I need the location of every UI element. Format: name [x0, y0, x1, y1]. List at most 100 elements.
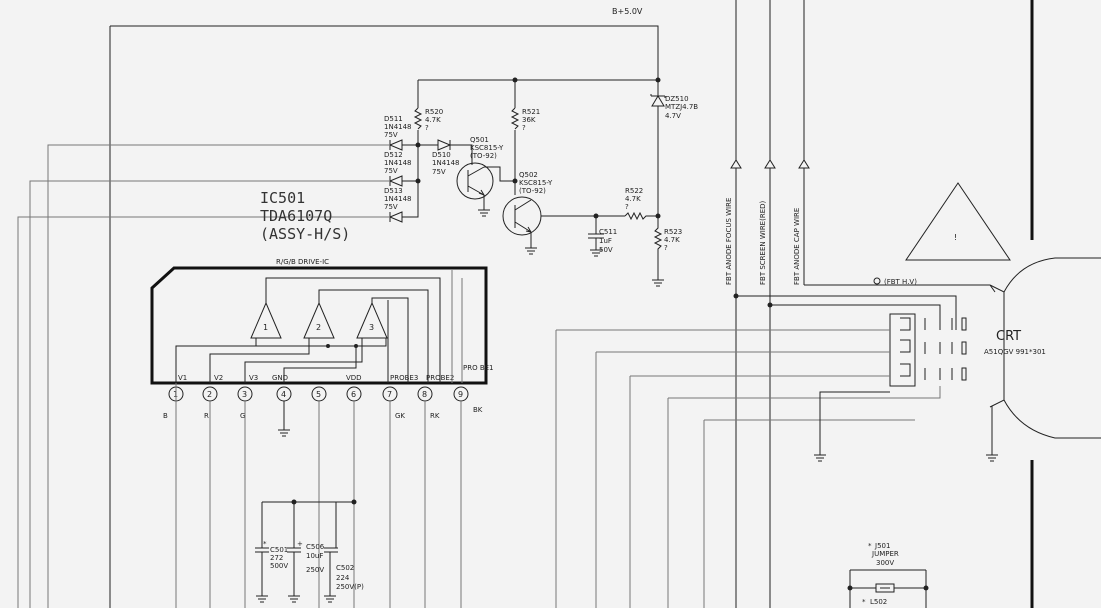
pin-5: 5	[311, 386, 327, 402]
d511-line	[47, 144, 390, 608]
fbt-vertical-top	[735, 0, 805, 160]
r523-resistor	[652, 216, 664, 287]
pin8-signal: RK	[430, 412, 440, 420]
r521-mark: ?	[522, 124, 526, 132]
q502-part: KSC815-Y	[519, 179, 553, 187]
d512-diode	[388, 175, 403, 187]
r522-ref: R522	[625, 187, 643, 195]
junction-dot	[767, 302, 773, 308]
diode-bus	[402, 130, 419, 218]
ic-ref: IC501	[260, 189, 305, 207]
q501-ground	[478, 195, 490, 217]
ic-part: TDA6107Q	[260, 207, 332, 225]
r520-ref: R520	[425, 108, 443, 116]
crt-anode	[989, 284, 996, 293]
caution-triangle	[905, 182, 1011, 261]
wire-focus: FBT ANODE FOCUS WIRE	[725, 198, 733, 285]
pin-4: 4	[276, 386, 292, 402]
q501-transistor	[456, 162, 494, 200]
j501-jumper	[850, 583, 926, 593]
svg-text:3: 3	[369, 323, 374, 332]
d511-ref: D511	[384, 115, 403, 123]
d510-to-q501	[450, 144, 473, 165]
crt-cathodes	[889, 313, 916, 387]
d513-note: 75V	[384, 203, 398, 211]
fbt-vertical-bottom	[735, 168, 805, 608]
d513-ref: D513	[384, 187, 403, 195]
l502-mark: *	[862, 598, 866, 606]
pin9-signal: BK	[473, 406, 483, 414]
crt-grid-caps	[961, 317, 967, 381]
d513-line	[17, 216, 390, 608]
r522-resistor	[624, 211, 658, 221]
d511-note: 75V	[384, 131, 398, 139]
svg-text:8: 8	[422, 390, 427, 399]
pin1-signal: B	[163, 412, 168, 420]
q502-ground	[525, 232, 537, 255]
d512-line	[29, 180, 390, 608]
q502-ref: Q502	[519, 171, 538, 179]
c506-rating: 250V	[306, 566, 324, 574]
j501-value: 300V	[876, 559, 894, 567]
pin3-name: V3	[249, 374, 258, 382]
pin-2: 2	[202, 386, 218, 402]
crt-bulb	[989, 257, 1101, 439]
svg-text:4: 4	[281, 390, 286, 399]
c511-rating: 50V	[599, 246, 613, 254]
crt-grids	[924, 318, 953, 380]
svg-text:6: 6	[351, 390, 356, 399]
c506-value: 10uF	[306, 552, 323, 560]
d510-part: 1N4148	[432, 159, 460, 167]
caution-mark: !	[954, 233, 957, 242]
pin2-signal: R	[204, 412, 209, 420]
c502-ref: C502	[336, 564, 354, 572]
q501-collector	[484, 166, 515, 182]
q502-pkg: (TO-92)	[519, 187, 546, 195]
c501-ref: C501	[270, 546, 288, 554]
d510-diode	[437, 139, 452, 151]
pin-6: 6	[346, 386, 362, 402]
pin8-name: PROBE2	[426, 374, 454, 382]
d511-diode	[388, 139, 403, 151]
crt-ground-right	[986, 406, 998, 462]
d511-part: 1N4148	[384, 123, 412, 131]
junction-dot	[326, 344, 330, 348]
c502-value: 224	[336, 574, 350, 582]
pin-9: 9	[453, 386, 469, 402]
d513-diode	[388, 211, 403, 223]
crt-part: A51QGV 991*301	[984, 348, 1046, 356]
pin9-name: PRO BE1	[463, 364, 494, 372]
junction-dot	[351, 499, 357, 505]
crt-ground-left	[814, 391, 890, 462]
j501-mark: *	[868, 542, 872, 550]
pin-leads	[175, 401, 462, 608]
r522-value: 4.7K	[625, 195, 641, 203]
pin3-signal: G	[240, 412, 245, 420]
ic-assy: (ASSY-H/S)	[260, 225, 350, 243]
cathode-feed-verticals	[555, 330, 705, 608]
c502-capacitor	[324, 502, 338, 603]
r521-resistor	[510, 107, 520, 130]
svg-text:1: 1	[263, 323, 268, 332]
r523-ref: R523	[664, 228, 682, 236]
amp-outputs	[265, 277, 441, 383]
ic-inputs	[175, 338, 363, 383]
r520-mark: ?	[425, 124, 429, 132]
svg-text:3: 3	[242, 390, 247, 399]
c501-rating: 500V	[270, 562, 288, 570]
c511-ref: C511	[599, 228, 617, 236]
amp-feedback	[255, 338, 387, 347]
svg-text:2: 2	[316, 323, 321, 332]
r522-mark: ?	[625, 203, 629, 211]
d512-note: 75V	[384, 167, 398, 175]
q502-symbol	[514, 199, 533, 233]
r521-ref: R521	[522, 108, 540, 116]
supply-label: B+5.0V	[612, 7, 643, 16]
c501-value: 272	[270, 554, 283, 562]
pin5-name: VDD	[346, 374, 362, 382]
dz510-value: 4.7V	[665, 112, 681, 120]
dz510-part: MTZJ4.7B	[665, 103, 698, 111]
c506-ref: C506	[306, 543, 325, 551]
